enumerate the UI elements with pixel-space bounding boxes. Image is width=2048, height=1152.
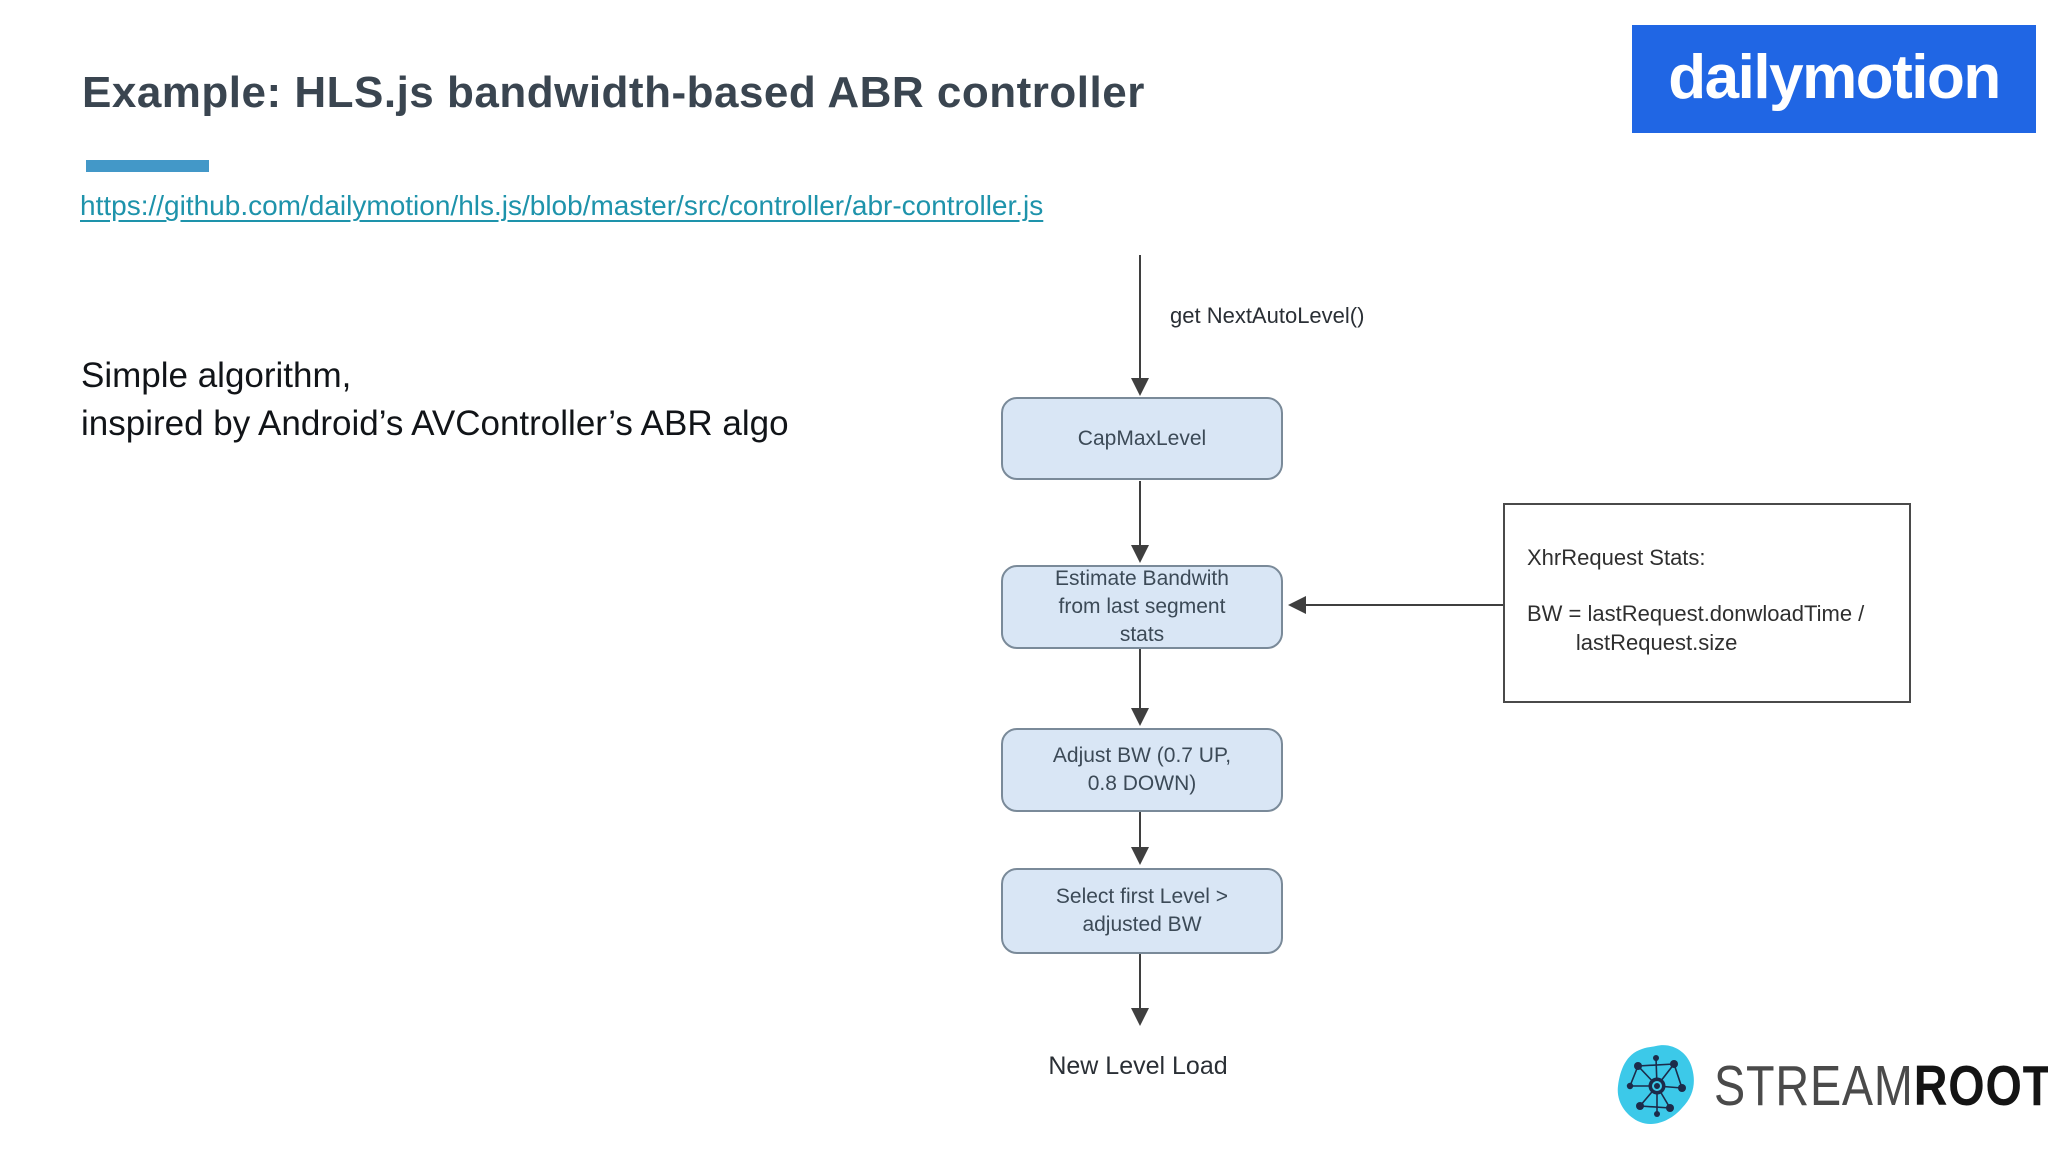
dailymotion-logo: dailymotion — [1632, 25, 2036, 133]
streamroot-text-root: ROOT — [1913, 1054, 2048, 1118]
note-formula: BW = lastRequest.donwloadTime / lastRequ… — [1527, 601, 1865, 656]
streamroot-text-stream: STREAM — [1714, 1054, 1914, 1118]
streamroot-network-icon — [1617, 1045, 1694, 1125]
github-source-link[interactable]: https://github.com/dailymotion/hls.js/bl… — [80, 190, 1044, 221]
title-accent-bar — [86, 160, 209, 172]
note-title: XhrRequest Stats: — [1527, 545, 1706, 570]
xhr-request-stats-note: XhrRequest Stats: BW = lastRequest.donwl… — [1503, 503, 1911, 703]
streamroot-logo-text: STREAMROOT — [1714, 1053, 2048, 1119]
slide-body-text: Simple algorithm, inspired by Android’s … — [81, 356, 789, 443]
flow-node-cap-max-level: CapMaxLevel — [1001, 397, 1283, 480]
flow-node-adjust-bw: Adjust BW (0.7 UP, 0.8 DOWN) — [1001, 728, 1283, 812]
flow-entry-label: get NextAutoLevel() — [1170, 303, 1365, 328]
streamroot-logo: STREAMROOT — [1614, 1040, 2048, 1132]
flow-exit-label: New Level Load — [1048, 1052, 1228, 1080]
dailymotion-logo-text: dailymotion — [1668, 42, 2001, 112]
page-title: Example: HLS.js bandwidth-based ABR cont… — [82, 68, 1145, 117]
flow-node-select-level: Select first Level > adjusted BW — [1001, 868, 1283, 954]
flow-node-estimate-bandwidth: Estimate Bandwith from last segment stat… — [1001, 565, 1283, 649]
